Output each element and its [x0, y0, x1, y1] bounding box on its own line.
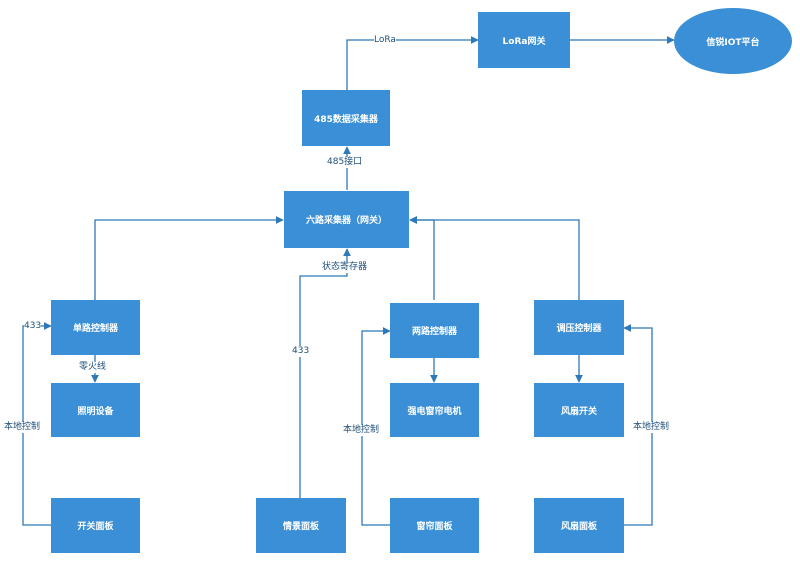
label-status-register: 状态寄存器 [322, 262, 368, 273]
node-fan-switch[interactable]: 风扇开关 [534, 383, 624, 437]
node-single-controller[interactable]: 单路控制器 [51, 300, 140, 355]
node-curtain-motor[interactable]: 强电窗帘电机 [390, 383, 479, 437]
edge-485-gateway [346, 36, 479, 90]
node-dimmer-controller[interactable]: 调压控制器 [534, 300, 624, 355]
node-switch-panel[interactable]: 开关面板 [51, 498, 140, 553]
label-live-neutral: 零火线 [79, 362, 107, 373]
node-iot-platform[interactable]: 信锐IOT平台 [674, 8, 792, 74]
label-433-left: 433 [24, 321, 42, 332]
label-485-port: 485接口 [327, 157, 363, 168]
edge-scene-sixway [299, 248, 351, 498]
node-lighting-device[interactable]: 照明设备 [51, 383, 140, 437]
node-six-way-collector[interactable]: 六路采集器（网关） [284, 191, 409, 248]
label-lora: LoRa [374, 35, 396, 46]
node-curtain-panel[interactable]: 窗帘面板 [390, 498, 479, 553]
edge-dimmer-sixway [409, 216, 580, 300]
label-local-control-right: 本地控制 [633, 422, 670, 433]
node-two-way-controller[interactable]: 两路控制器 [390, 303, 479, 358]
label-local-control-mid: 本地控制 [343, 425, 380, 436]
node-lora-gateway[interactable]: LoRa网关 [478, 12, 570, 68]
edge-single-sixway [94, 216, 284, 300]
node-scene-panel[interactable]: 情景面板 [256, 498, 346, 553]
node-485-collector[interactable]: 485数据采集器 [302, 90, 390, 146]
node-fan-panel[interactable]: 风扇面板 [534, 498, 624, 553]
label-local-control-left: 本地控制 [4, 422, 41, 433]
label-433-scene: 433 [292, 346, 310, 357]
edge-twoway-sixway [409, 216, 435, 300]
